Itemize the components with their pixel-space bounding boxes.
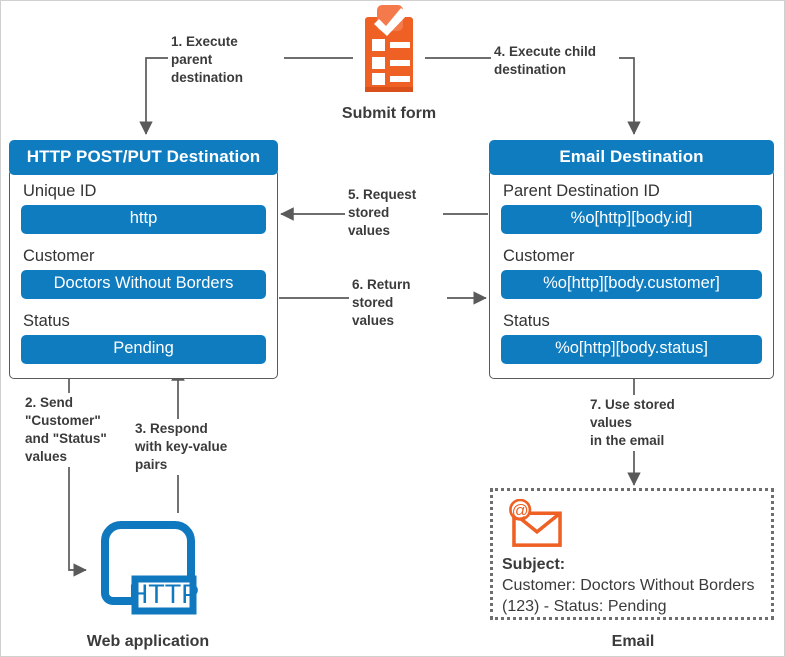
email-at-envelope-icon: @ <box>506 498 762 552</box>
email-card-body: Parent Destination ID %o[http][body.id] … <box>489 169 774 379</box>
http-field-label-customer: Customer <box>23 247 95 265</box>
email-field-value-status[interactable]: %o[http][body.status] <box>501 335 762 364</box>
email-subject-line-2: (123) - Status: Pending <box>502 598 667 615</box>
email-subject-line-1: Customer: Doctors Without Borders <box>502 577 755 594</box>
http-field-value-status[interactable]: Pending <box>21 335 266 364</box>
http-card-body: Unique ID http Customer Doctors Without … <box>9 169 278 379</box>
web-application-icon: HTTP <box>89 511 207 617</box>
email-destination-card[interactable]: Email Destination Parent Destination ID … <box>489 140 774 379</box>
email-field-value-parent-destination-id[interactable]: %o[http][body.id] <box>501 205 762 234</box>
step-label-2: 2. Send"Customer"and "Status"values <box>22 393 136 467</box>
email-card-header: Email Destination <box>489 140 774 175</box>
email-field-value-customer[interactable]: %o[http][body.customer] <box>501 270 762 299</box>
email-preview-box: @ Subject: Customer: Doctors Without Bor… <box>490 488 774 620</box>
http-field-label-status: Status <box>23 312 70 330</box>
svg-text:HTTP: HTTP <box>129 579 200 609</box>
clipboard-check-icon <box>353 3 425 95</box>
http-field-value-customer[interactable]: Doctors Without Borders <box>21 270 266 299</box>
http-card-header: HTTP POST/PUT Destination <box>9 140 278 175</box>
email-field-label-parent-destination-id: Parent Destination ID <box>503 182 660 200</box>
email-subject-label: Subject: <box>502 556 566 573</box>
http-destination-card[interactable]: HTTP POST/PUT Destination Unique ID http… <box>9 140 278 379</box>
submit-form-caption: Submit form <box>341 105 437 122</box>
email-caption: Email <box>611 633 655 650</box>
email-field-label-status: Status <box>503 312 550 330</box>
http-field-value-unique-id[interactable]: http <box>21 205 266 234</box>
http-field-label-unique-id: Unique ID <box>23 182 97 200</box>
web-application-caption: Web application <box>86 633 210 650</box>
svg-text:@: @ <box>512 501 529 520</box>
email-field-label-customer: Customer <box>503 247 575 265</box>
